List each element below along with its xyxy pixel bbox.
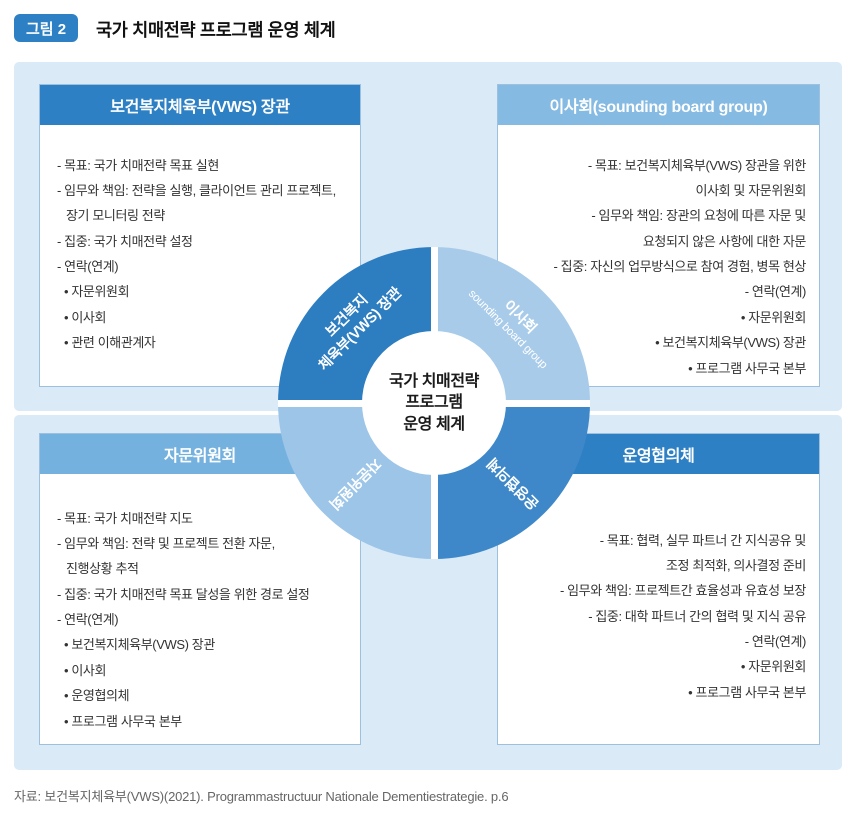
ring-center-circle: 국가 치매전략 프로그램 운영 체계 xyxy=(362,331,506,475)
list-item: - 집중: 자신의 업무방식으로 참여 경험, 병목 현상 xyxy=(553,259,807,275)
list-item: 장기 모니터링 전략 xyxy=(66,208,165,224)
list-item: 조정 최적화, 의사결정 준비 xyxy=(665,557,806,573)
list-item: - 집중: 국가 치매전략 설정 xyxy=(57,233,193,249)
list-item: • 프로그램 사무국 본부 xyxy=(64,713,182,729)
box-minister-body: - 목표: 국가 치매전략 목표 실현 - 임무와 책임: 전략을 실행, 클라… xyxy=(40,125,360,352)
box-minister-header: 보건복지체육부(VWS) 장관 xyxy=(40,85,360,125)
central-ring-diagram: 보건복지 체육부(VWS) 장관 이사회 sounding board grou… xyxy=(278,247,590,559)
list-item: - 목표: 협력, 실무 파트너 간 지식공유 및 xyxy=(599,532,807,548)
list-item: • 자문위원회 xyxy=(740,309,807,325)
list-item: • 자문위원회 xyxy=(740,659,807,675)
list-item: - 연락(연계) xyxy=(57,612,119,628)
list-item: • 프로그램 사무국 본부 xyxy=(688,360,806,376)
list-item: - 연락(연계) xyxy=(744,284,807,300)
list-item: - 임무와 책임: 장관의 요청에 따른 자문 및 xyxy=(591,208,806,224)
list-item: - 연락(연계) xyxy=(744,634,807,650)
list-item: • 프로그램 사무국 본부 xyxy=(688,684,806,700)
ring-center-line1: 국가 치매전략 xyxy=(389,372,479,390)
list-item: - 임무와 책임: 프로젝트간 효율성과 유효성 보장 xyxy=(559,583,806,599)
list-item: - 집중: 국가 치매전략 목표 달성을 위한 경로 설정 xyxy=(57,586,310,602)
list-item: • 이사회 xyxy=(64,662,107,678)
figure-title: 국가 치매전략 프로그램 운영 체계 xyxy=(96,20,336,40)
list-item: - 목표: 국가 치매전략 목표 실현 xyxy=(57,157,219,173)
list-item: • 운영협의체 xyxy=(64,688,130,704)
list-item: - 연락(연계) xyxy=(57,259,119,275)
box-board-body: - 목표: 보건복지체육부(VWS) 장관을 위한 이사회 및 자문위원회 - … xyxy=(498,125,819,378)
box-board: 이사회(sounding board group) - 목표: 보건복지체육부(… xyxy=(497,84,820,387)
source-citation: 자료: 보건복지체육부(VWS)(2021). Programmastructu… xyxy=(14,789,509,804)
list-item: • 이사회 xyxy=(64,309,107,325)
figure-number-badge: 그림 2 xyxy=(14,14,78,42)
list-item: - 임무와 책임: 전략 및 프로젝트 전환 자문, xyxy=(57,535,275,551)
box-board-header: 이사회(sounding board group) xyxy=(498,85,819,125)
list-item: - 목표: 보건복지체육부(VWS) 장관을 위한 xyxy=(587,157,807,173)
list-item: • 자문위원회 xyxy=(64,284,130,300)
list-item: 이사회 및 자문위원회 xyxy=(695,182,807,198)
list-item: - 목표: 국가 치매전략 지도 xyxy=(57,510,193,526)
list-item: 진행상황 추적 xyxy=(66,561,139,577)
ring-center-title: 국가 치매전략 프로그램 운영 체계 xyxy=(389,371,479,436)
list-item: - 임무와 책임: 전략을 실행, 클라이언트 관리 프로젝트, xyxy=(57,182,336,198)
list-item: • 보건복지체육부(VWS) 장관 xyxy=(64,637,215,653)
list-item: 요청되지 않은 사항에 대한 자문 xyxy=(642,233,807,249)
ring-center-line2: 프로그램 xyxy=(405,394,463,412)
list-item: - 집중: 대학 파트너 간의 협력 및 지식 공유 xyxy=(588,608,806,624)
ring-center-line3: 운영 체계 xyxy=(403,415,465,433)
box-council-body: - 목표: 협력, 실무 파트너 간 지식공유 및 조정 최적화, 의사결정 준… xyxy=(498,474,819,702)
list-item: • 보건복지체육부(VWS) 장관 xyxy=(655,335,806,351)
list-item: • 관련 이해관계자 xyxy=(64,335,156,351)
box-advisory-body: - 목표: 국가 치매전략 지도 - 임무와 책임: 전략 및 프로젝트 전환 … xyxy=(40,474,360,731)
